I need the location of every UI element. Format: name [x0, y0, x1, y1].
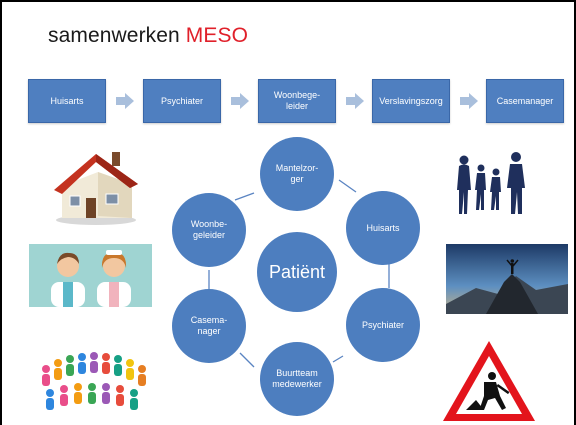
- flow-arrow-icon: [460, 93, 478, 109]
- node-circle-huisarts: [346, 191, 420, 265]
- connectors: [208, 179, 390, 368]
- slide-title: samenwerken MESO: [48, 24, 248, 48]
- doctors-icon: [29, 244, 152, 307]
- flow-step-verslavingszorg: Verslavingszorg: [372, 79, 450, 123]
- node-circle-casemanager: [172, 289, 246, 363]
- node-circle-buurtteam: [260, 342, 334, 416]
- node-circle-mantelzorger: [260, 137, 334, 211]
- node-label-woonbegeleider: Woonbe- geleider: [190, 219, 228, 240]
- roadwork-sign-icon: [443, 341, 535, 421]
- node-label-buurtteam: Buurtteam medewerker: [272, 368, 322, 389]
- node-label-mantelzorger: Mantelzor- ger: [275, 163, 319, 184]
- house-icon: [54, 152, 138, 225]
- flow-step-label: Huisarts: [50, 95, 84, 106]
- title-text: samenwerken: [48, 24, 186, 47]
- center-circle: [257, 232, 337, 312]
- flow-arrow-icon: [116, 93, 134, 109]
- flow-step-label: Casemanager: [496, 95, 554, 106]
- title-accent: MESO: [185, 24, 249, 47]
- flow-step-label: Psychiater: [160, 95, 204, 106]
- flow-step-huisarts: Huisarts: [28, 79, 106, 123]
- flow-step-label: Verslavingszorg: [379, 95, 443, 106]
- node-circle-woonbegeleider: [172, 193, 246, 267]
- crowd-icon: [42, 352, 146, 410]
- flow-step-psychiater: Psychiater: [143, 79, 221, 123]
- node-label-huisarts: Huisarts: [366, 222, 400, 233]
- flow-arrow-icon: [346, 93, 364, 109]
- flow-step-woonbegeleider: Woonbege- leider: [258, 79, 336, 123]
- flow-arrow-icon: [231, 93, 249, 109]
- center-label: Patiënt: [268, 261, 326, 282]
- mountain-summit-icon: [446, 244, 568, 314]
- family-silhouette-icon: [457, 152, 525, 214]
- node-circle-psychiater: [346, 288, 420, 362]
- node-label-psychiater: Psychiater: [361, 319, 405, 330]
- flow-step-casemanager: Casemanager: [486, 79, 564, 123]
- node-label-casemanager: Casema- nager: [190, 315, 228, 336]
- flow-step-label: Woonbege- leider: [273, 90, 321, 111]
